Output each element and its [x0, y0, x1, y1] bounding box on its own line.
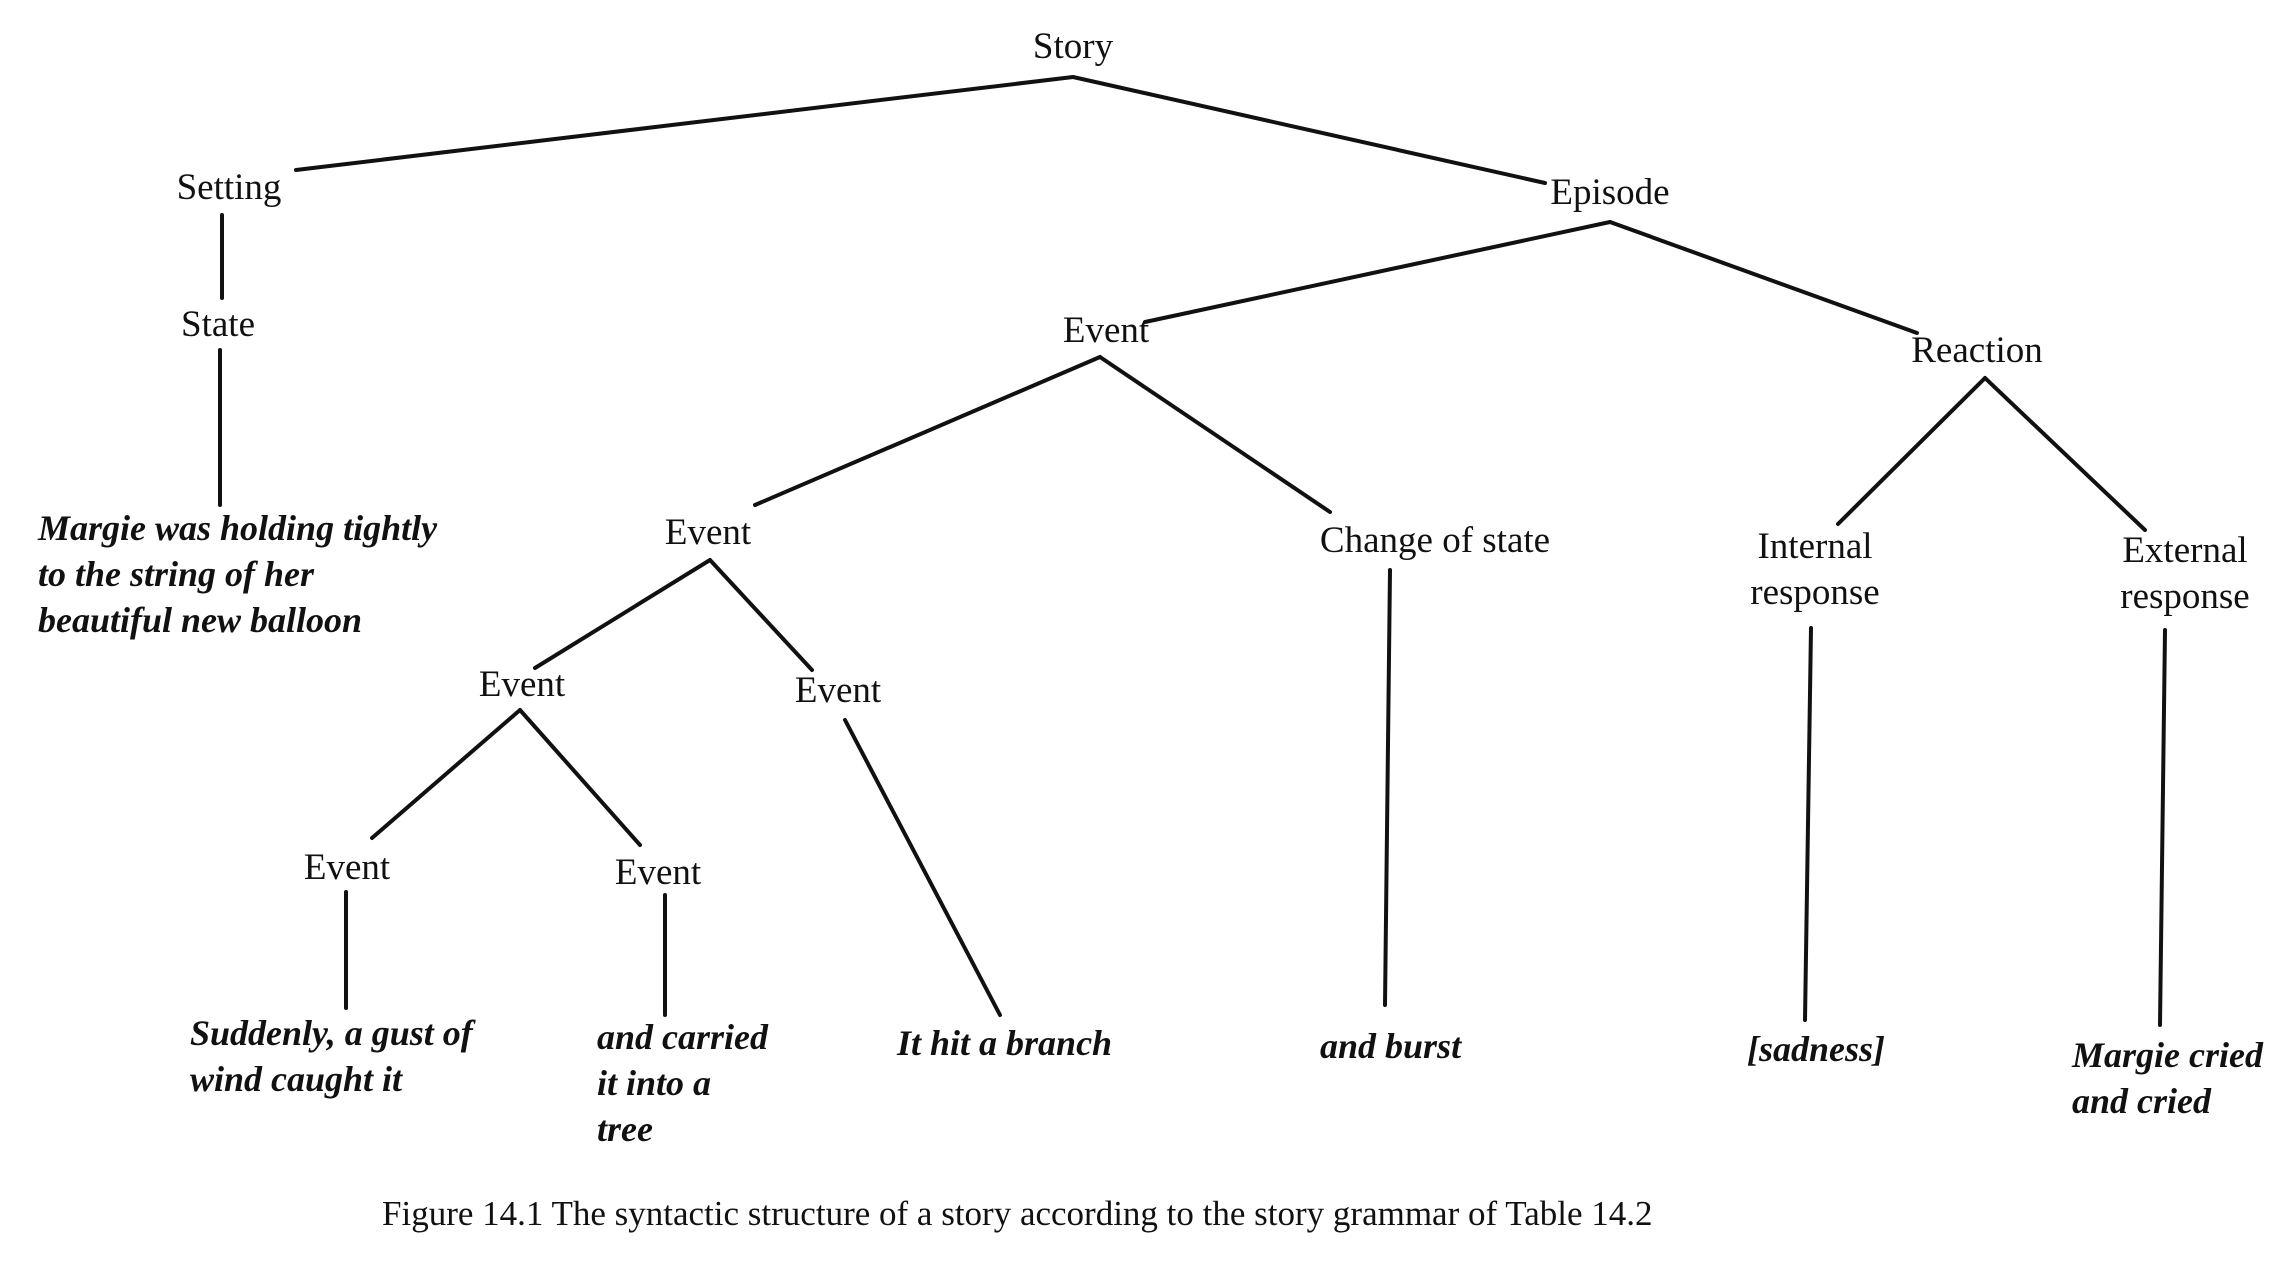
node-state: State: [181, 304, 255, 345]
edge-story-setting: [294, 75, 1075, 172]
leaf-cried-line-2: and cried: [2072, 1081, 2211, 1121]
edge-story-episode: [1071, 75, 1547, 185]
leaf-carried-line-3: tree: [597, 1109, 653, 1149]
leaf-hit-branch: It hit a branch: [897, 1023, 1113, 1063]
node-internal-response: Internal response: [1750, 524, 1879, 616]
node-story: Story: [1032, 26, 1114, 67]
leaf-gust: Suddenly, a gust of wind caught it: [190, 1010, 473, 1102]
edge-event-event: [753, 355, 1102, 507]
leaf-margie-holding-line-3: beautiful new balloon: [38, 600, 363, 640]
leaf-gust-line-1: Suddenly, a gust of: [190, 1013, 473, 1053]
node-episode: Episode: [1550, 172, 1670, 213]
leaf-cried: Margie cried and cried: [2072, 1032, 2263, 1124]
edge-reaction-internal: [1836, 376, 1987, 526]
edge-change-leaf: [1383, 568, 1392, 1007]
leaf-margie-holding-line-1: Margie was holding tightly: [38, 508, 438, 548]
edge-internal-leaf: [1803, 626, 1813, 1022]
edge-episode-event: [1143, 220, 1612, 324]
node-change-of-state: Change of state: [1319, 520, 1551, 561]
node-event-ll: Event: [303, 847, 391, 888]
edge-event-ll: [533, 558, 712, 670]
node-internal-response-line-1: Internal: [1757, 526, 1873, 567]
node-event-right: Event: [794, 670, 882, 711]
node-event-lr: Event: [614, 852, 702, 893]
leaf-gust-line-2: wind caught it: [190, 1059, 403, 1099]
leaf-margie-holding-line-2: to the string of her: [38, 554, 315, 594]
edge-external-leaf: [2158, 628, 2167, 1027]
edge-event-change: [1098, 355, 1332, 514]
leaf-carried: and carried it into a tree: [597, 1014, 768, 1152]
edge-reaction-external: [1983, 376, 2147, 532]
node-external-response-line-2: response: [2120, 576, 2250, 617]
node-external-response-line-1: External: [2122, 530, 2248, 571]
edge-eventright-leaf: [843, 718, 1002, 1017]
leaf-carried-line-2: it into a: [597, 1063, 712, 1103]
leaf-burst: and burst: [1320, 1026, 1462, 1066]
edge-episode-reaction: [1608, 220, 1919, 335]
node-setting: Setting: [176, 167, 282, 208]
node-reaction: Reaction: [1911, 330, 2043, 371]
node-event-mid: Event: [664, 512, 752, 553]
edge-eventleft-ll: [370, 708, 522, 840]
node-event-left: Event: [478, 664, 566, 705]
node-internal-response-line-2: response: [1750, 572, 1880, 613]
node-external-response: External response: [2120, 528, 2249, 620]
edge-eventleft-lr: [518, 708, 642, 847]
node-event-top: Event: [1062, 310, 1150, 351]
figure-caption: Figure 14.1 The syntactic structure of a…: [382, 1194, 1653, 1233]
leaf-sadness: [sadness]: [1747, 1029, 1886, 1069]
leaf-cried-line-1: Margie cried: [2072, 1035, 2263, 1075]
edge-event-lr: [708, 558, 814, 672]
leaf-carried-line-1: and carried: [597, 1017, 768, 1057]
leaf-margie-holding: Margie was holding tightly to the string…: [38, 505, 437, 643]
